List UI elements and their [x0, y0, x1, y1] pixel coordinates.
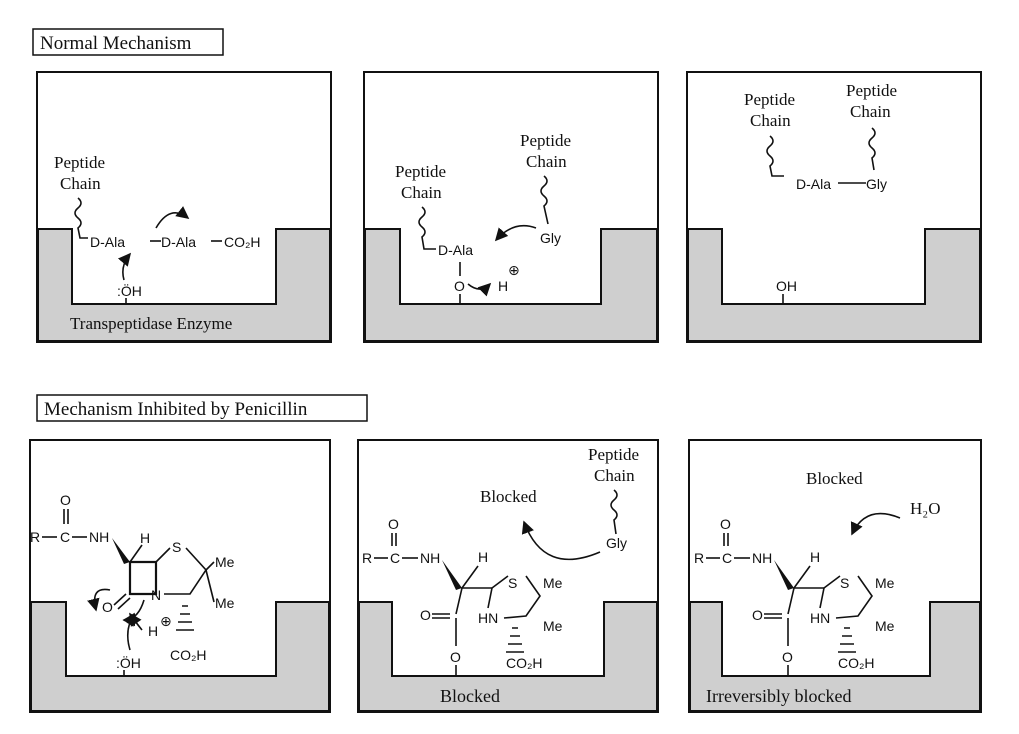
carbon-label: C	[722, 550, 732, 566]
chain-label: Chain	[750, 111, 791, 130]
panel-normal-2: Peptide Chain Gly Peptide Chain D-Ala O …	[363, 71, 659, 343]
peptide-label: Peptide	[744, 90, 795, 109]
normal-mechanism-title: Normal Mechanism	[40, 33, 192, 54]
carbon-label: C	[390, 550, 400, 566]
r-group-label: R	[30, 529, 40, 545]
sulfur-label: S	[172, 539, 181, 555]
methyl-label: Me	[875, 575, 895, 591]
oxygen-label: O	[102, 599, 113, 615]
hydrogen-label: H	[498, 278, 508, 294]
oxygen-label: O	[450, 649, 461, 665]
sulfur-label: S	[508, 575, 517, 591]
water-label: H₂O	[910, 499, 940, 518]
hydrogen-label: H	[810, 549, 820, 565]
hn-label: HN	[478, 610, 498, 626]
peptide-label: Peptide	[520, 131, 571, 150]
carbon-label: C	[60, 529, 70, 545]
hydrogen-label: H	[478, 549, 488, 565]
co2h-label: CO₂H	[506, 655, 543, 671]
chain-label: Chain	[526, 152, 567, 171]
irreversibly-blocked-label: Irreversibly blocked	[706, 686, 851, 706]
inhibited-title-box	[36, 394, 368, 422]
inhibited-mechanism-title: Mechanism Inhibited by Penicillin	[44, 399, 308, 420]
chain-label: Chain	[60, 174, 101, 193]
enzyme-label: Transpeptidase Enzyme	[70, 314, 232, 333]
nh-label: NH	[420, 550, 440, 566]
oxygen-label: O	[782, 649, 793, 665]
sulfur-label: S	[840, 575, 849, 591]
blocked-label: Blocked	[806, 469, 863, 488]
peptide-label: Peptide	[846, 81, 897, 100]
hydroxyl-lone-pair: :ÖH	[117, 282, 142, 299]
r-group-label: R	[694, 550, 704, 566]
positive-charge: ⊕	[508, 262, 520, 278]
gly-label: Gly	[606, 535, 627, 551]
normal-title-box	[32, 28, 224, 56]
oxygen-label: O	[752, 607, 763, 623]
blocked-label: Blocked	[440, 686, 500, 706]
peptide-label: Peptide	[395, 162, 446, 181]
oxygen-label: O	[720, 516, 731, 532]
nh-label: NH	[752, 550, 772, 566]
d-ala-label: D-Ala	[90, 234, 125, 250]
d-ala-label: D-Ala	[438, 242, 473, 258]
positive-charge: ⊕	[160, 613, 172, 629]
methyl-label: Me	[875, 618, 895, 634]
d-ala-label: D-Ala	[161, 234, 196, 250]
peptide-label: Peptide	[588, 445, 639, 464]
blocked-label: Blocked	[480, 487, 537, 506]
nh-label: NH	[89, 529, 109, 545]
chain-label: Chain	[594, 466, 635, 485]
panel-inhibited-3: Blocked H₂O O R C NH H S Me Me HN CO₂H O…	[688, 439, 982, 713]
hydroxyl-label: OH	[776, 278, 797, 294]
panel-normal-1: Peptide Chain D-Ala D-Ala CO₂H :ÖH Trans…	[36, 71, 332, 343]
oxygen-label: O	[454, 278, 465, 294]
methyl-label: Me	[215, 595, 235, 611]
hydroxyl-lone-pair: :ÖH	[116, 654, 141, 671]
chain-label: Chain	[401, 183, 442, 202]
oxygen-label: O	[420, 607, 431, 623]
chain-label: Chain	[850, 102, 891, 121]
d-ala-label: D-Ala	[796, 176, 831, 192]
hydrogen-label: H	[148, 623, 158, 639]
methyl-label: Me	[543, 575, 563, 591]
oxygen-label: O	[388, 516, 399, 532]
methyl-label: Me	[215, 554, 235, 570]
oxygen-label: O	[60, 492, 71, 508]
gly-label: Gly	[866, 176, 887, 192]
gly-label: Gly	[540, 230, 561, 246]
panel-inhibited-2: Peptide Chain Gly Blocked O R C NH H S M…	[357, 439, 659, 713]
nitrogen-label: N	[151, 587, 161, 603]
co2h-label: CO₂H	[170, 647, 207, 663]
panel-inhibited-1: O R C NH H O N S Me Me CO₂H H ⊕ :ÖH	[29, 439, 331, 713]
hydrogen-label: H	[140, 530, 150, 546]
hn-label: HN	[810, 610, 830, 626]
r-group-label: R	[362, 550, 372, 566]
co2h-label: CO₂H	[224, 234, 261, 250]
methyl-label: Me	[543, 618, 563, 634]
peptide-label: Peptide	[54, 153, 105, 172]
panel-normal-3: Peptide Chain Peptide Chain D-Ala Gly OH	[686, 71, 982, 343]
co2h-label: CO₂H	[838, 655, 875, 671]
